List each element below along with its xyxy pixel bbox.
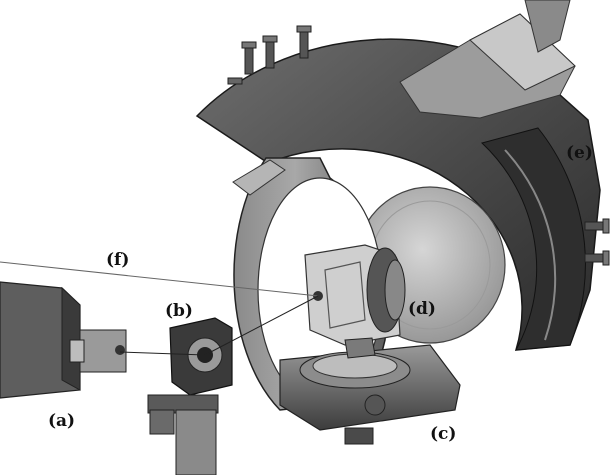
- arc-port: [584, 250, 610, 266]
- label-c: (c): [430, 424, 457, 444]
- label-f: (f): [106, 250, 130, 270]
- sample-head: [304, 244, 406, 359]
- label-a: (a): [48, 411, 76, 431]
- label-b: (b): [165, 301, 193, 321]
- beam-path: [119, 351, 206, 356]
- collimator: [147, 317, 233, 475]
- base-stage: [279, 344, 461, 445]
- arc-port: [584, 218, 610, 234]
- label-e: (e): [566, 143, 593, 163]
- source-unit: [0, 281, 127, 399]
- beam-path: [204, 295, 319, 356]
- beam-line: [0, 261, 319, 297]
- arc-port: [227, 77, 243, 85]
- arc-port: [241, 41, 257, 75]
- label-d: (d): [408, 299, 436, 319]
- arc-port: [262, 35, 278, 69]
- arc-port: [296, 25, 312, 59]
- detector-arc: [195, 0, 610, 351]
